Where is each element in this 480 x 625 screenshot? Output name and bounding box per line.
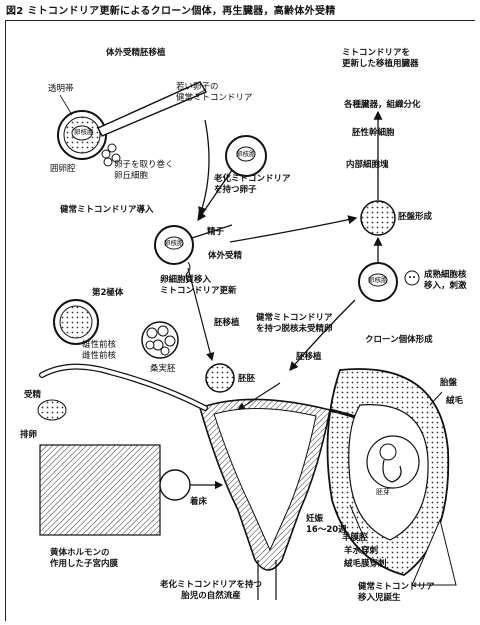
label-healthy-mito-inject: 健常ミトコンドリア導入 [60,205,154,216]
label-egg-nucleus-1: 卵核胞 [74,128,94,136]
label-ivf-embryo-transfer: 体外受精胚移植 [106,48,166,59]
label-inner-cell-mass: 内部細胞塊 [346,160,389,171]
label-sperm: 精子 [207,227,224,238]
label-embryo-transfer-1: 胚移植 [214,318,240,329]
label-cumulus: 卵子を取り巻く 卵丘細胞 [114,160,174,181]
label-egg-nucleus-2: 卵核胞 [236,150,256,158]
blastocyst-right [361,201,395,235]
label-embryo-transfer-2: 胚移植 [296,352,322,363]
uterus [200,399,330,600]
label-fertilization: 受精 [24,390,41,401]
label-endometrium: 黄体ホルモンの 作用した子宮内膜 [50,548,118,569]
label-aged-egg: 老化ミトコンドリア を持つ卵子 [214,174,291,195]
egg-fertilized [54,300,98,344]
label-blasto-form: 胚盤形成 [398,212,432,223]
label-young-egg-mito: 若い卵子の 健常ミトコンドリア [176,82,253,103]
label-second-polar: 第2極体 [92,288,123,299]
label-embryo-word: 胚芽 [376,488,390,497]
label-clone-form: クローン個体形成 [365,335,433,346]
label-healthy-birth: 健常ミトコンドリア 移入児誕生 [358,582,435,603]
label-fertilized: 雄性前核 雌性前核 [82,340,116,361]
label-villi: 絨毛 [446,396,463,407]
label-amniotic: 羊膜腔 [342,533,368,544]
label-pregnancy-weeks: 妊娠 16～20週 [306,514,347,535]
label-enucleated-egg: 健常ミトコンドリア を持つ脱核未受精卵 [256,313,333,334]
label-implantation: 着床 [190,497,207,508]
label-germ-layer: 胚性幹細胞 [352,128,395,139]
label-amniocentesis: 羊水穿刺 [344,546,378,557]
label-cytoplasm-transfer: 卵細胞質移入 ミトコンドリア更新 [160,275,237,296]
label-ivf: 体外受精 [208,251,242,262]
morula [142,322,178,358]
label-morula: 桑実胚 [150,364,176,375]
egg-young [58,111,120,166]
label-ovulation: 排卵 [20,430,37,441]
label-placenta: 胎盤 [440,378,457,389]
label-egg-nucleus-3: 卵核胞 [164,239,184,247]
label-somatic-nucleus: 成熟細胞核 移入，刺激 [424,270,467,291]
label-cvs: 絨毛膜穿刺 [344,559,387,570]
label-blastocyst: 胚胚 [238,374,255,385]
label-regen-title: ミトコンドリアを 更新した移植用臓器 [342,48,419,69]
endometrium-box [40,445,160,535]
label-perivitelline: 囲卵腔 [50,164,76,175]
blastocyst-left [206,364,234,392]
label-egg-nucleus-4: 卵核胞 [368,276,388,284]
label-zona: 透明帯 [48,84,74,95]
label-organs: 各種臓器，組織分化 [344,100,421,111]
label-aged-mito-embryo: 老化ミトコンドリアを持つ 胎児の自然流産 [160,580,262,601]
